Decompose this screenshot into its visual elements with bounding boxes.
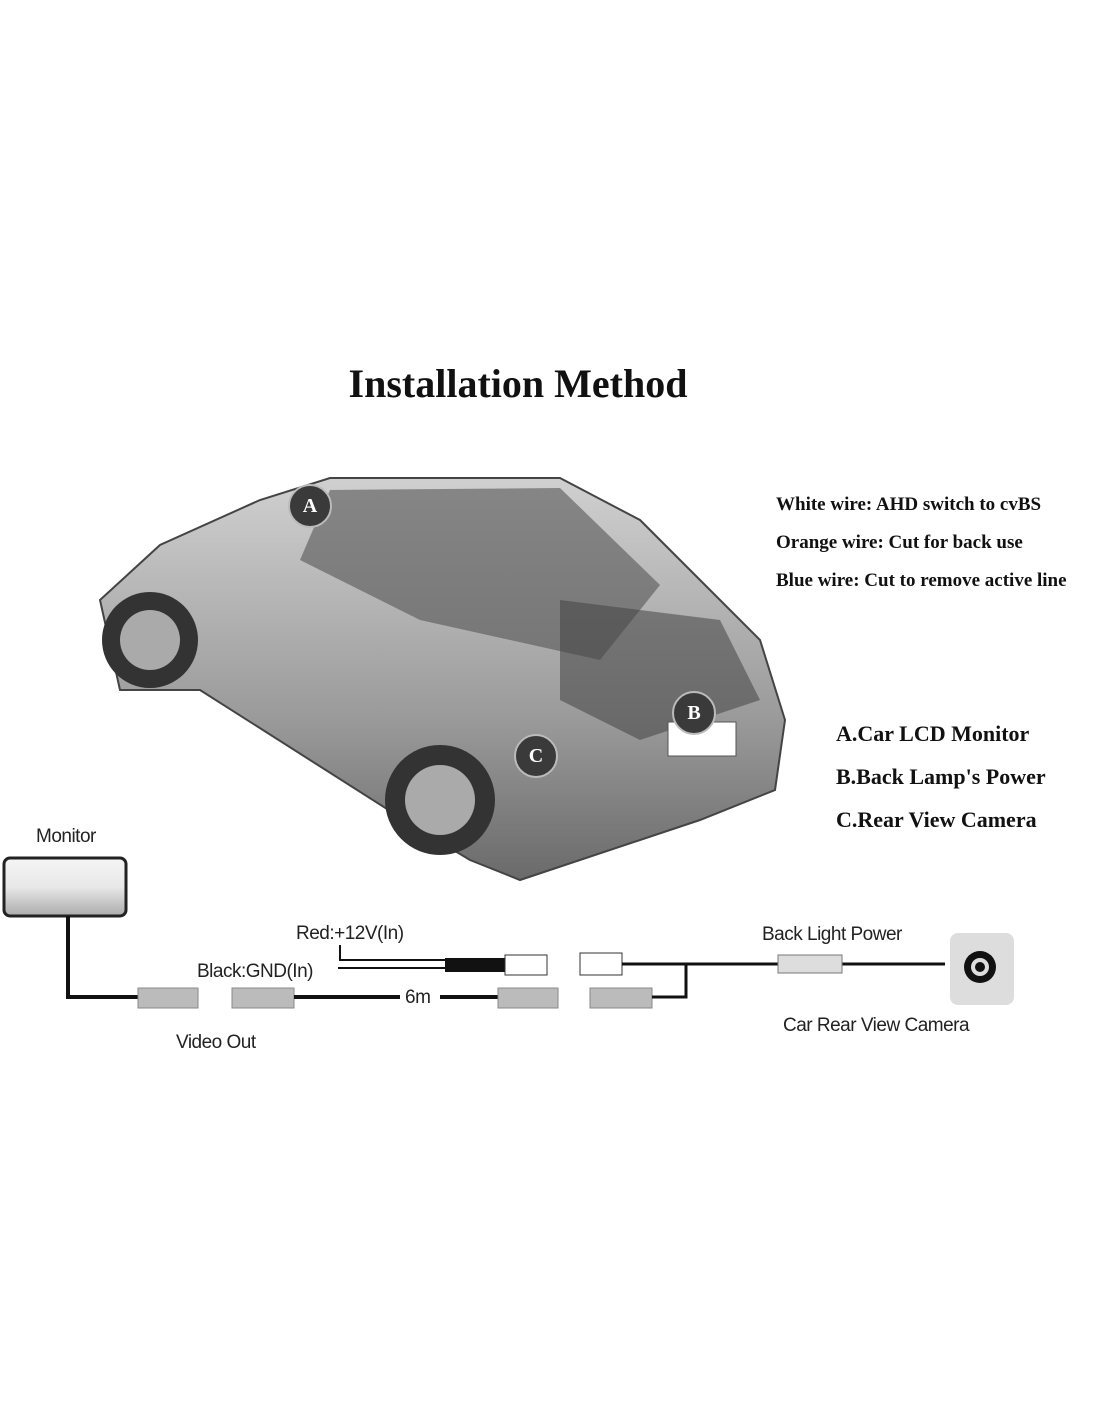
marker-a: A [288, 484, 332, 528]
rca-connector [497, 987, 559, 1009]
car-body [98, 477, 787, 882]
page-title: Installation Method [348, 361, 688, 406]
wiring-diagram [2, 856, 1014, 1009]
rca-connector [137, 987, 199, 1009]
marker-c: C [514, 734, 558, 778]
power-plug [445, 958, 505, 972]
black-wire-label: Black:GND(In) [197, 961, 313, 982]
monitor-label: Monitor [36, 826, 96, 847]
wire-note-orange: Orange wire: Cut for back use [776, 532, 1023, 553]
monitor-icon [2, 856, 128, 918]
rca-connector [231, 987, 295, 1009]
video-out-label: Video Out [176, 1032, 256, 1053]
cable-length-label: 6m [405, 987, 431, 1008]
wire-note-blue: Blue wire: Cut to remove active line [776, 570, 1067, 591]
legend-c: C.Rear View Camera [836, 807, 1037, 832]
camera-label: Car Rear View Camera [783, 1015, 970, 1036]
power-socket [579, 952, 623, 976]
rca-connector [589, 987, 653, 1009]
legend-b: B.Back Lamp's Power [836, 764, 1046, 789]
marker-b: B [672, 691, 716, 735]
legend-a: A.Car LCD Monitor [836, 721, 1030, 746]
back-light-power-label: Back Light Power [762, 924, 902, 945]
back-light-connector [777, 954, 843, 974]
red-wire-label: Red:+12V(In) [296, 923, 404, 944]
wire-note-white: White wire: AHD switch to cvBS [776, 494, 1042, 515]
